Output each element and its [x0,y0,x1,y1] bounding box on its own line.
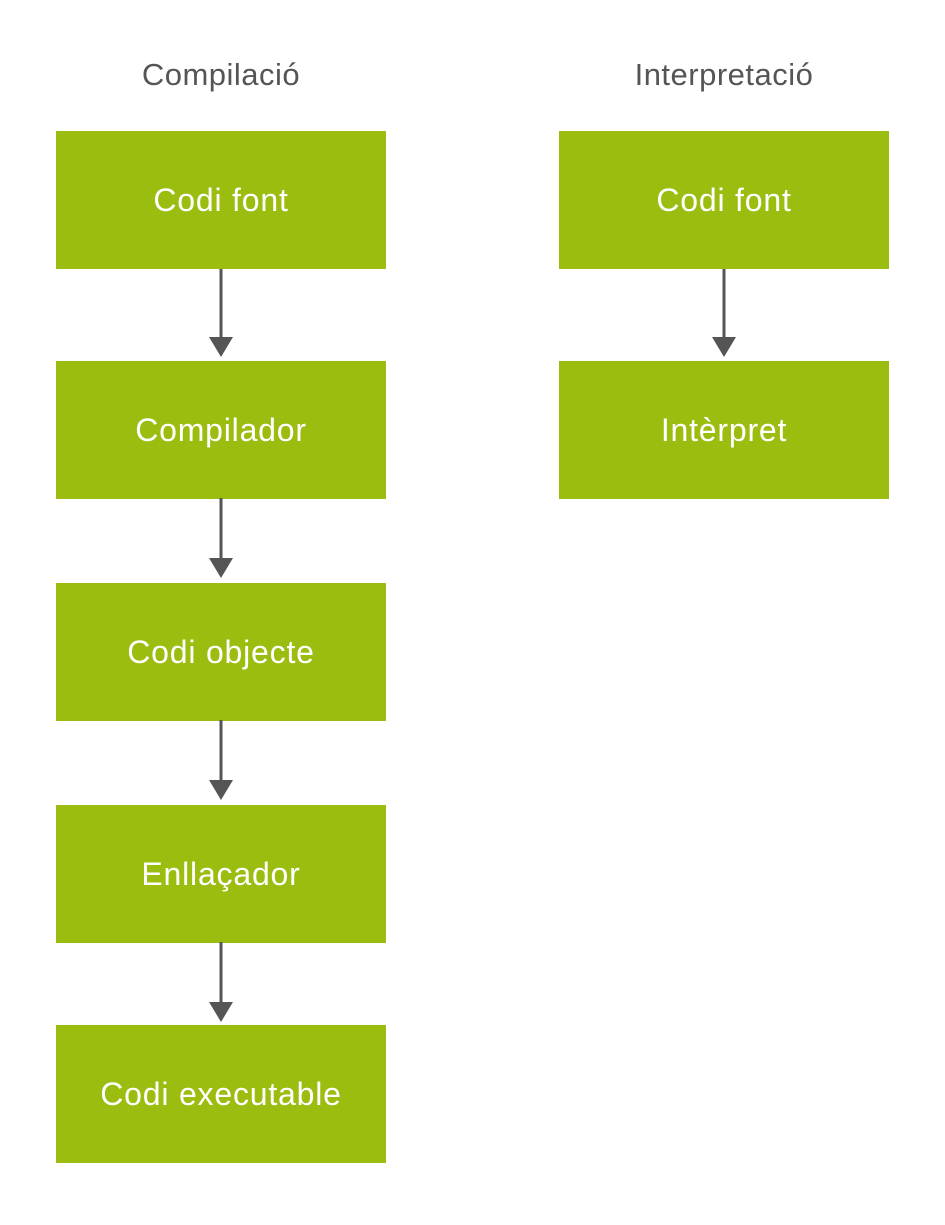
arrow-down-icon [209,269,233,357]
compilation-step-executable-code: Codi executable [56,1025,386,1163]
arrow-down-icon [209,720,233,800]
interpretation-title: Interpretació [634,57,814,92]
interpretation-step-interpreter: Intèrpret [559,361,889,499]
compilation-step-compiler: Compilador [56,361,386,499]
arrow-down-icon [209,498,233,578]
compilation-step-linker: Enllaçador [56,805,386,943]
arrow-down-icon [209,942,233,1022]
arrow-down-icon [712,269,736,357]
compilation-title: Compilació [141,57,301,92]
compilation-step-object-code: Codi objecte [56,583,386,721]
compilation-step-source-code: Codi font [56,131,386,269]
interpretation-step-source-code: Codi font [559,131,889,269]
